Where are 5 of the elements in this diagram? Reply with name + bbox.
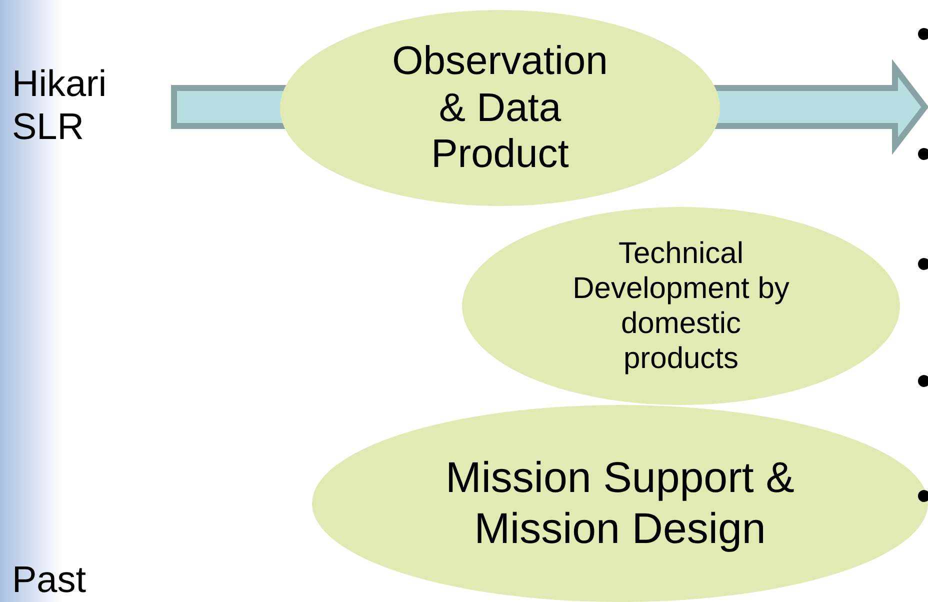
node-label: Mission Support & Mission Design: [444, 453, 796, 554]
side-label: Past: [12, 558, 86, 602]
side-label: Hikari SLR: [12, 62, 108, 149]
node-label: Observation & Data Product: [391, 38, 609, 178]
node-label: Technical Development by domestic products: [572, 236, 790, 376]
